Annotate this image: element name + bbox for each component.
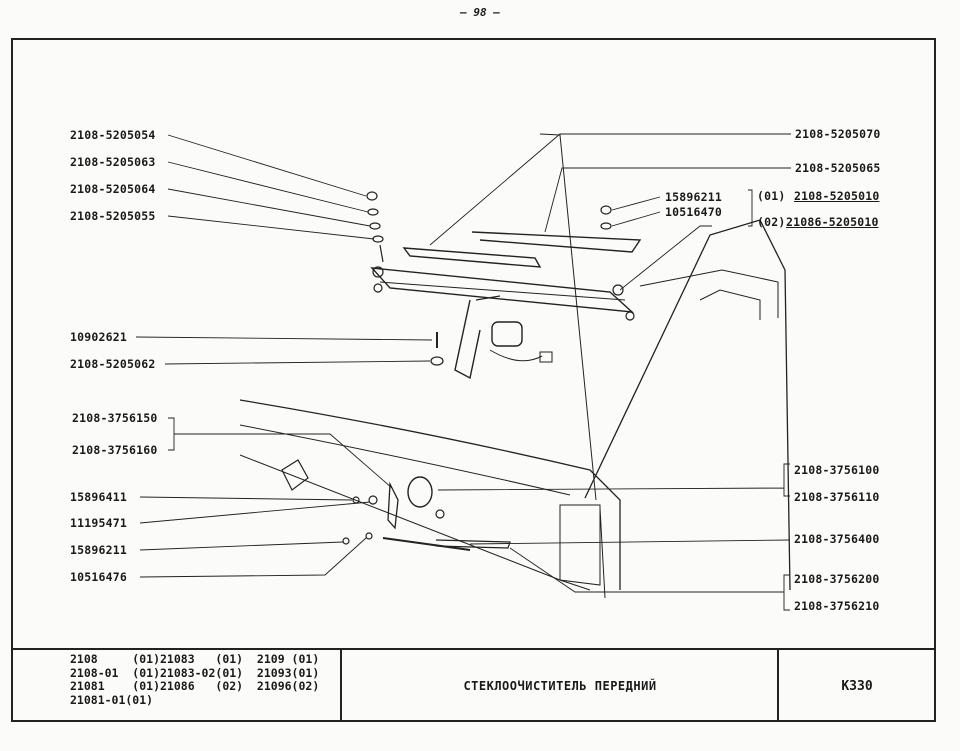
part-label-2108-5205063: 2108-5205063: [70, 155, 156, 169]
page-frame: [11, 38, 936, 722]
part-label-2108-3756160: 2108-3756160: [72, 443, 158, 457]
variant-tag-02: (02): [757, 215, 786, 229]
page-number: — 98 —: [460, 6, 500, 19]
part-label-10516476: 10516476: [70, 570, 127, 584]
part-label-washer: 10516470: [665, 205, 722, 219]
model-row: 21081 (01)21086 (02) 21096(02): [70, 679, 320, 693]
model-applicability-list: 2108 (01)21083 (01) 2109 (01) 2108-01 (0…: [70, 652, 320, 707]
part-label-2108-5205062: 2108-5205062: [70, 357, 156, 371]
part-label-2108-5205065: 2108-5205065: [795, 161, 881, 175]
part-label-2108-3756400: 2108-3756400: [794, 532, 880, 546]
part-label-15896411: 15896411: [70, 490, 127, 504]
part-label-2108-3756200: 2108-3756200: [794, 572, 880, 586]
part-label-nut: 15896211: [665, 190, 722, 204]
part-label-2108-5205070: 2108-5205070: [795, 127, 881, 141]
part-label-2108-3756110: 2108-3756110: [794, 490, 880, 504]
part-label-15896211: 15896211: [70, 543, 127, 557]
variant-code-02: 21086-5205010: [786, 215, 879, 229]
part-label-2108-5205054: 2108-5205054: [70, 128, 156, 142]
catalog-code: К330: [841, 678, 873, 694]
part-label-2108-5205055: 2108-5205055: [70, 209, 156, 223]
variant-tag-01: (01): [757, 189, 786, 203]
variant-code-01: 2108-5205010: [794, 189, 880, 203]
part-label-2108-5205064: 2108-5205064: [70, 182, 156, 196]
page-title: СТЕКЛООЧИСТИТЕЛЬ ПЕРЕДНИЙ: [463, 679, 657, 693]
part-label-11195471: 11195471: [70, 516, 127, 530]
part-label-10902621: 10902621: [70, 330, 127, 344]
model-row: 2108-01 (01)21083-02(01) 21093(01): [70, 665, 320, 680]
model-row: 2108 (01)21083 (01) 2109 (01): [70, 652, 320, 666]
part-label-2108-3756150: 2108-3756150: [72, 411, 158, 425]
part-label-2108-3756100: 2108-3756100: [794, 463, 880, 477]
model-row: 21081-01(01): [70, 692, 154, 707]
part-label-2108-3756210: 2108-3756210: [794, 599, 880, 613]
